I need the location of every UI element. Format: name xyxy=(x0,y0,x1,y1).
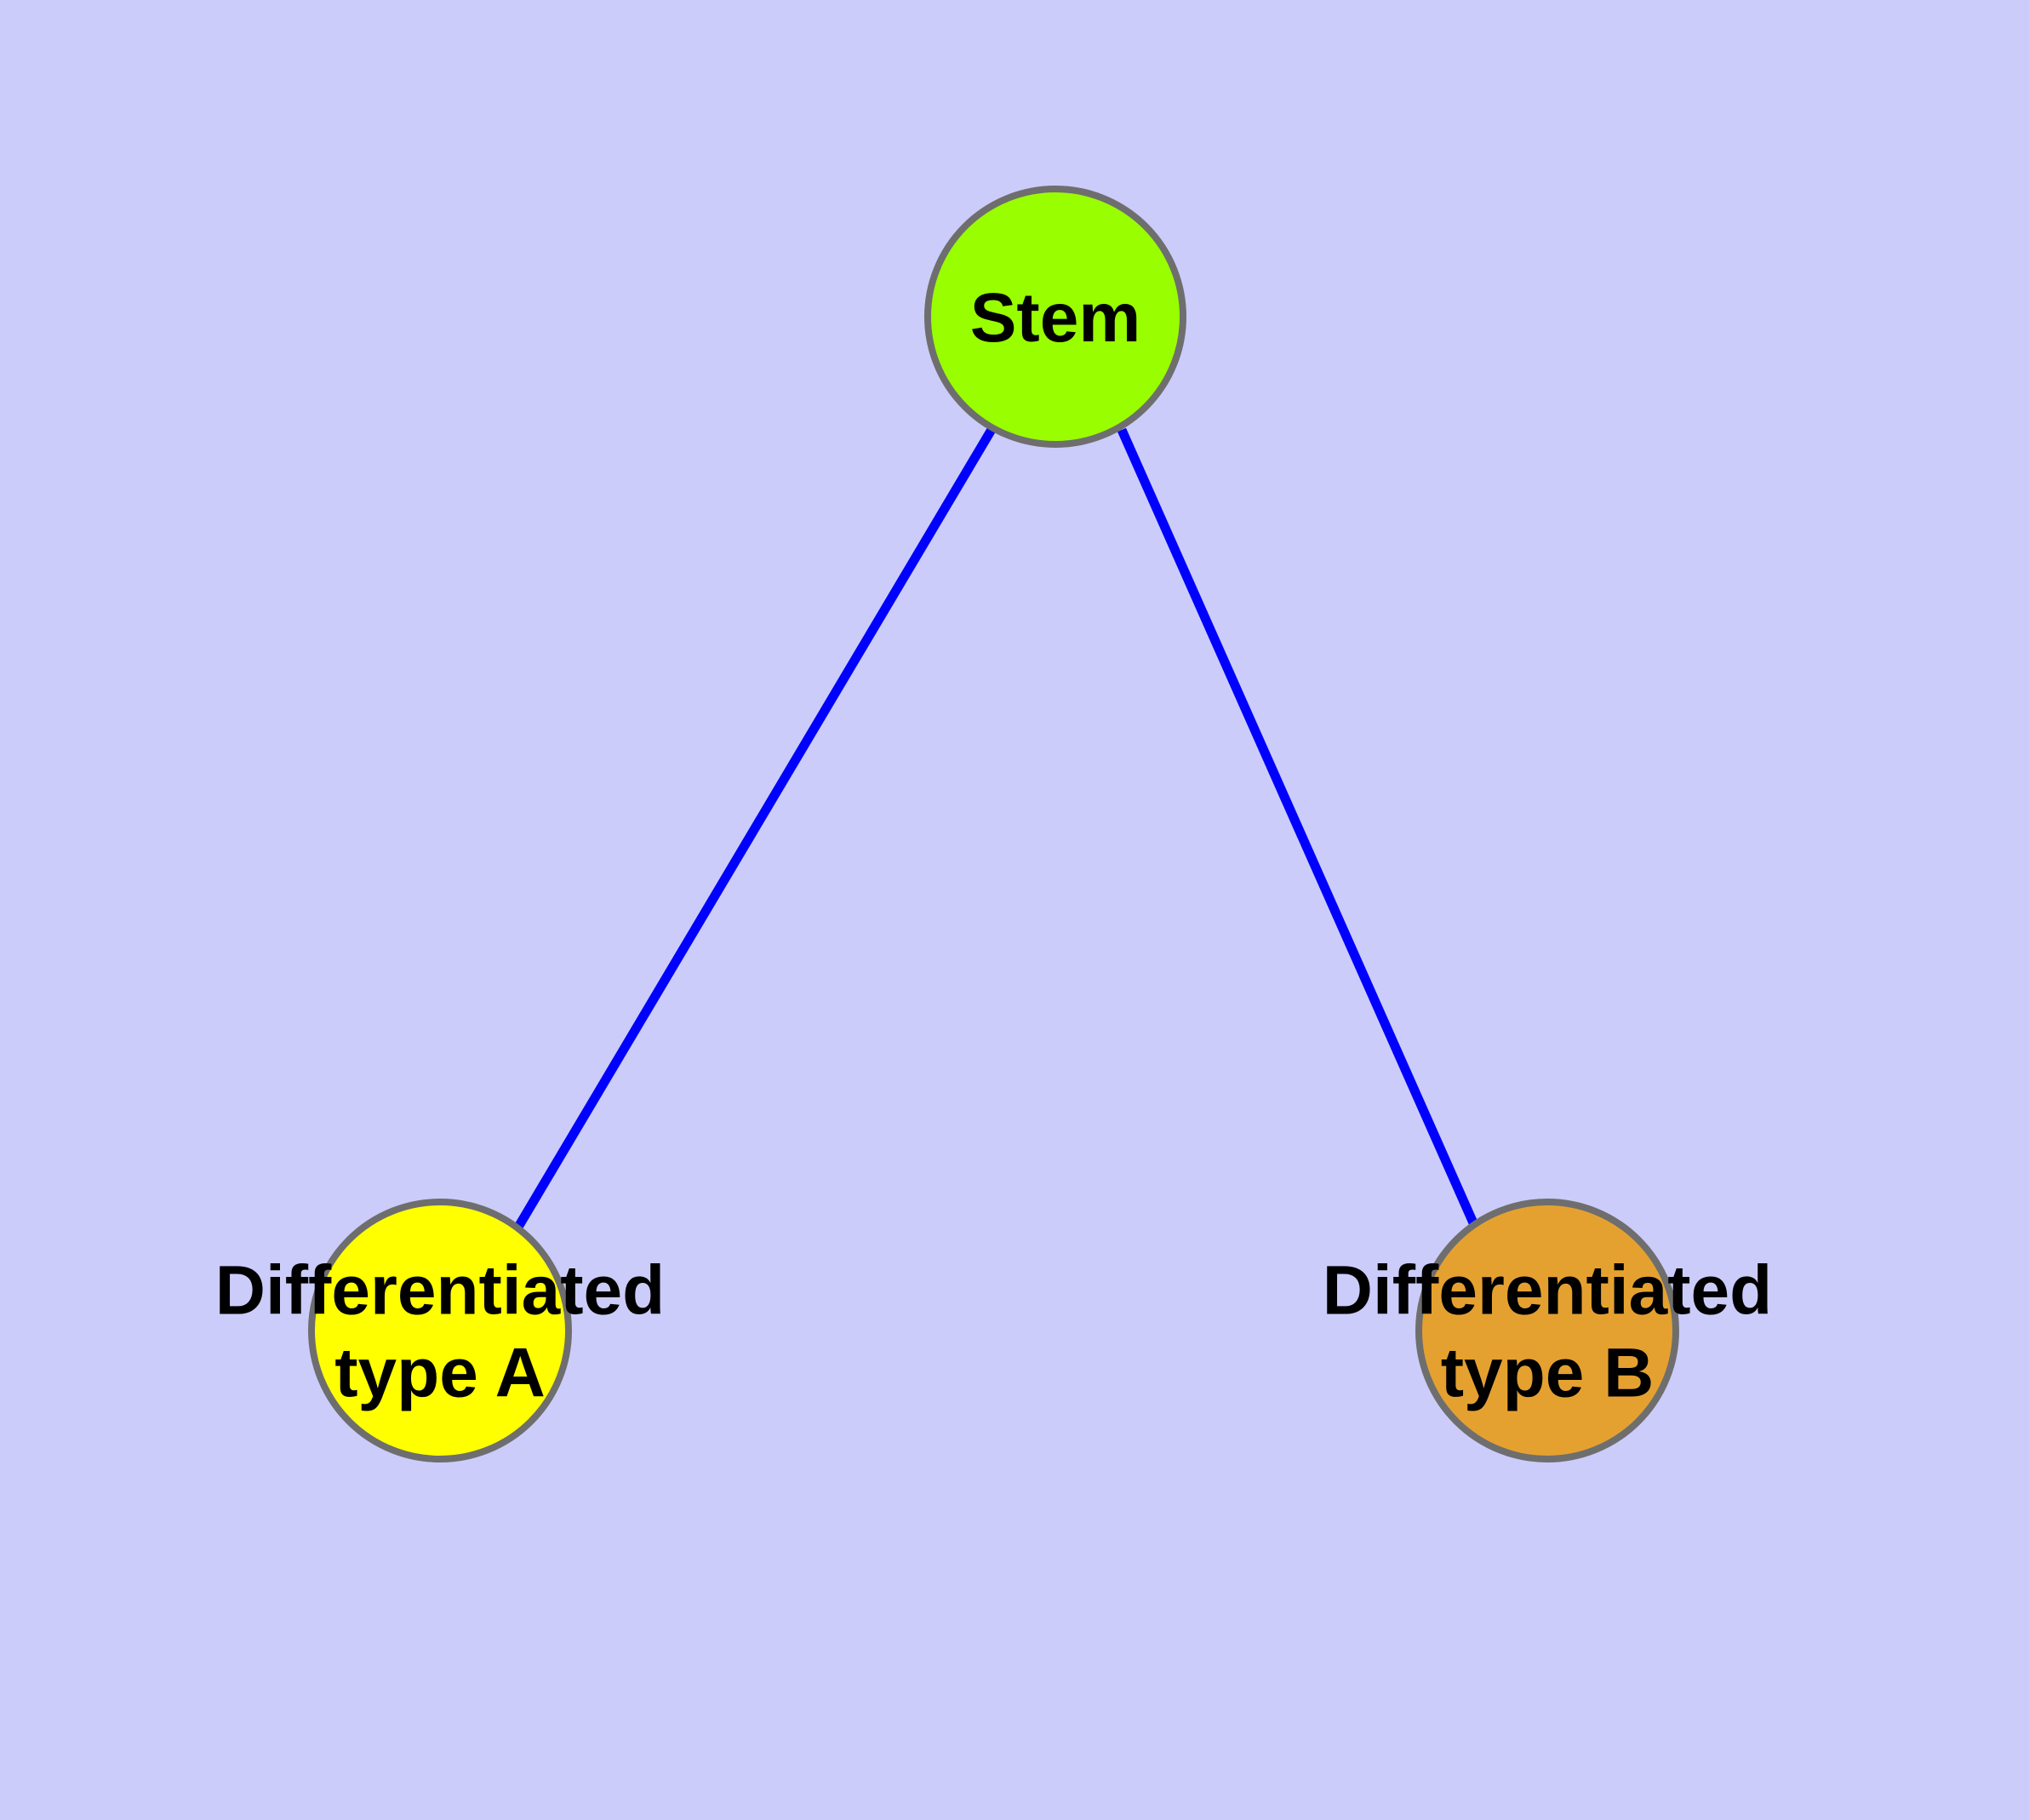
node-label-line: type A xyxy=(334,1335,546,1412)
node-circle-diff-a[interactable] xyxy=(308,1199,572,1462)
edge-stem-to-diff-b[interactable] xyxy=(1117,427,1480,1229)
node-label-line: Differentiated xyxy=(215,1252,666,1330)
node-label-line: type B xyxy=(1441,1335,1655,1412)
node-label-line: Differentiated xyxy=(1323,1252,1773,1330)
node-label-stem: Stem xyxy=(970,279,1141,357)
edges-layer xyxy=(513,426,1480,1231)
node-stem[interactable]: Stem xyxy=(924,186,1186,448)
node-circle-stem[interactable] xyxy=(924,186,1186,448)
edge-stem-to-diff-a[interactable] xyxy=(513,426,997,1231)
node-label-line: Stem xyxy=(970,279,1141,357)
node-circle-diff-b[interactable] xyxy=(1415,1199,1679,1462)
